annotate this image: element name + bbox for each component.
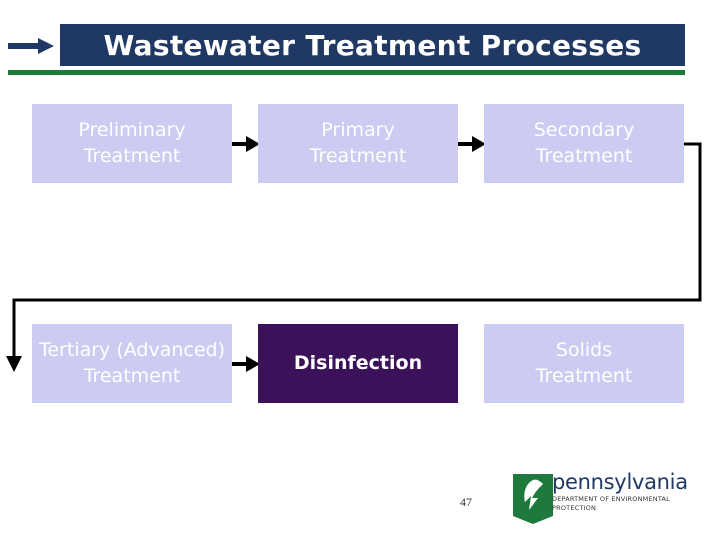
title-rule xyxy=(8,70,685,75)
process-box-preliminary[interactable]: Preliminary Treatment xyxy=(32,104,232,183)
logo-wordmark: pennsylvania xyxy=(552,470,688,494)
process-box-label: Primary Treatment xyxy=(309,118,407,167)
logo-subtitle: DEPARTMENT OF ENVIRONMENTAL PROTECTION xyxy=(552,495,670,512)
arrow-tertiary-to-disinfection xyxy=(232,356,260,372)
page-number: 47 xyxy=(460,495,472,509)
page-title: Wastewater Treatment Processes xyxy=(103,28,642,62)
title-arrow-icon xyxy=(8,38,54,54)
pennsylvania-dep-logo-icon xyxy=(513,474,553,524)
process-box-secondary[interactable]: Secondary Treatment xyxy=(484,104,684,183)
process-box-primary[interactable]: Primary Treatment xyxy=(258,104,458,183)
slide-title-bar: Wastewater Treatment Processes xyxy=(60,24,685,66)
process-box-label: Secondary Treatment xyxy=(533,118,635,167)
logo-wordmark-block: pennsylvania DEPARTMENT OF ENVIRONMENTAL… xyxy=(552,472,697,513)
process-box-label: Tertiary (Advanced) Treatment xyxy=(38,338,226,387)
process-box-label: Solids Treatment xyxy=(535,338,633,387)
process-box-label: Disinfection xyxy=(293,351,423,374)
process-box-label: Preliminary Treatment xyxy=(78,118,186,167)
arrow-preliminary-to-primary xyxy=(232,136,260,152)
arrow-primary-to-secondary xyxy=(458,136,486,152)
process-box-disinfection[interactable]: Disinfection xyxy=(258,324,458,403)
process-box-tertiary[interactable]: Tertiary (Advanced) Treatment xyxy=(32,324,232,403)
process-box-solids[interactable]: Solids Treatment xyxy=(484,324,684,403)
